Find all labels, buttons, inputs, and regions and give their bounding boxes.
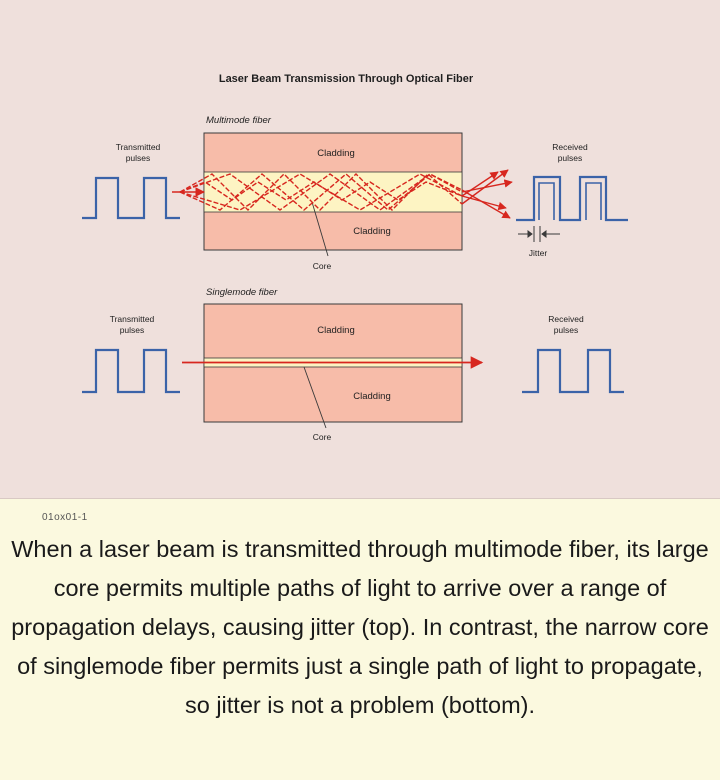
multimode-light-rays	[179, 173, 463, 211]
mm-received-pulse-echo-2	[585, 182, 602, 220]
sm-transmitted-pulses	[82, 348, 180, 394]
ray-path-4	[179, 173, 463, 211]
exit-ray-4	[461, 195, 507, 211]
singlemode-core-label: Core	[313, 432, 332, 442]
jitter-label: Jitter	[529, 248, 548, 258]
ray-path-5	[179, 181, 463, 201]
singlemode-cladding-top-label: Cladding	[317, 325, 355, 336]
multimode-core-leader-line	[311, 201, 329, 257]
figure-caption: When a laser beam is transmitted through…	[11, 536, 709, 718]
jitter-marker	[518, 226, 560, 242]
singlemode-core-leader-line	[303, 366, 327, 429]
singlemode-cladding-bottom-label: Cladding	[353, 391, 391, 402]
mm-received-label-line2: pulses	[558, 153, 583, 163]
singlemode-section-label: Singlemode fiber	[206, 287, 278, 298]
mm-received-pulse-echo-1	[538, 182, 555, 220]
diagram-title: Laser Beam Transmission Through Optical …	[219, 73, 474, 85]
sm-transmitted-label-line1: Transmitted	[110, 314, 155, 324]
exit-ray-3	[461, 189, 511, 219]
sm-received-label-line1: Received	[548, 314, 584, 324]
fiber-diagram: Laser Beam Transmission Through Optical …	[82, 73, 628, 442]
mm-transmitted-pulses	[82, 176, 180, 220]
diagram-panel: Laser Beam Transmission Through Optical …	[0, 0, 720, 499]
multimode-cladding-bottom-label: Cladding	[353, 226, 391, 237]
ray-path-3	[179, 173, 463, 211]
mm-received-pulses	[516, 175, 628, 222]
figure-id: 01ox01-1	[42, 512, 88, 523]
mm-transmitted-label-line2: pulses	[126, 153, 151, 163]
sm-received-label-line2: pulses	[554, 325, 579, 335]
mm-received-label-line1: Received	[552, 142, 588, 152]
multimode-exit-rays	[461, 169, 513, 219]
multimode-section-label: Multimode fiber	[206, 115, 272, 126]
multimode-core-label: Core	[313, 261, 332, 271]
ray-path-2	[179, 173, 463, 211]
sm-transmitted-label-line2: pulses	[120, 325, 145, 335]
exit-ray-5	[461, 171, 499, 197]
mm-transmitted-label-line1: Transmitted	[116, 142, 161, 152]
multimode-cladding-top-label: Cladding	[317, 148, 355, 159]
sm-received-pulses	[522, 348, 624, 394]
